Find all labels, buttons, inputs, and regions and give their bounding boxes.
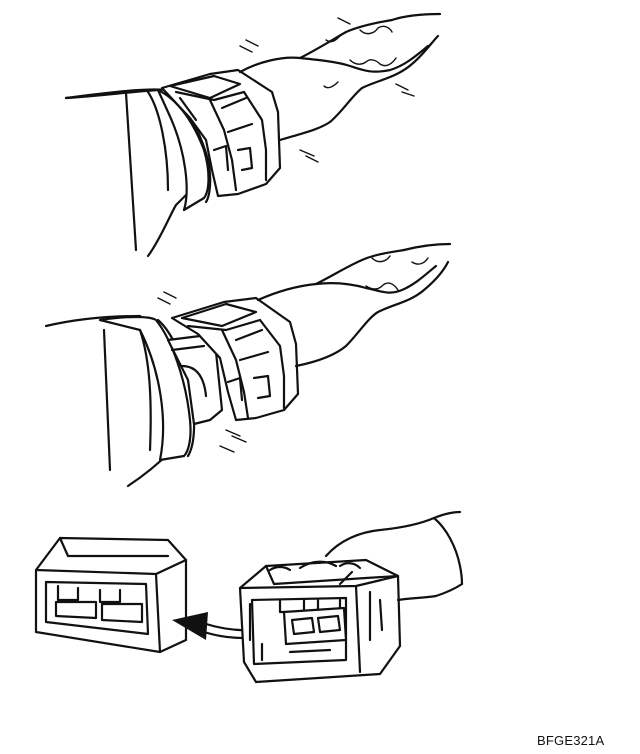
panel-3-cable <box>324 510 464 602</box>
panel-2-disconnecting <box>44 242 452 488</box>
panel-2-cable <box>157 242 452 453</box>
panel-3-sensor-socket <box>34 536 188 654</box>
panel-3-terminal-view <box>34 510 464 684</box>
panel-1-cable <box>238 12 442 163</box>
panel-1-connector-housing <box>160 68 282 198</box>
figure-code-label: BFGE321A <box>537 733 605 748</box>
panel-1-connected <box>64 12 442 258</box>
panel-2-connector-housing <box>170 296 300 422</box>
panel-3-harness-connector <box>238 558 402 684</box>
